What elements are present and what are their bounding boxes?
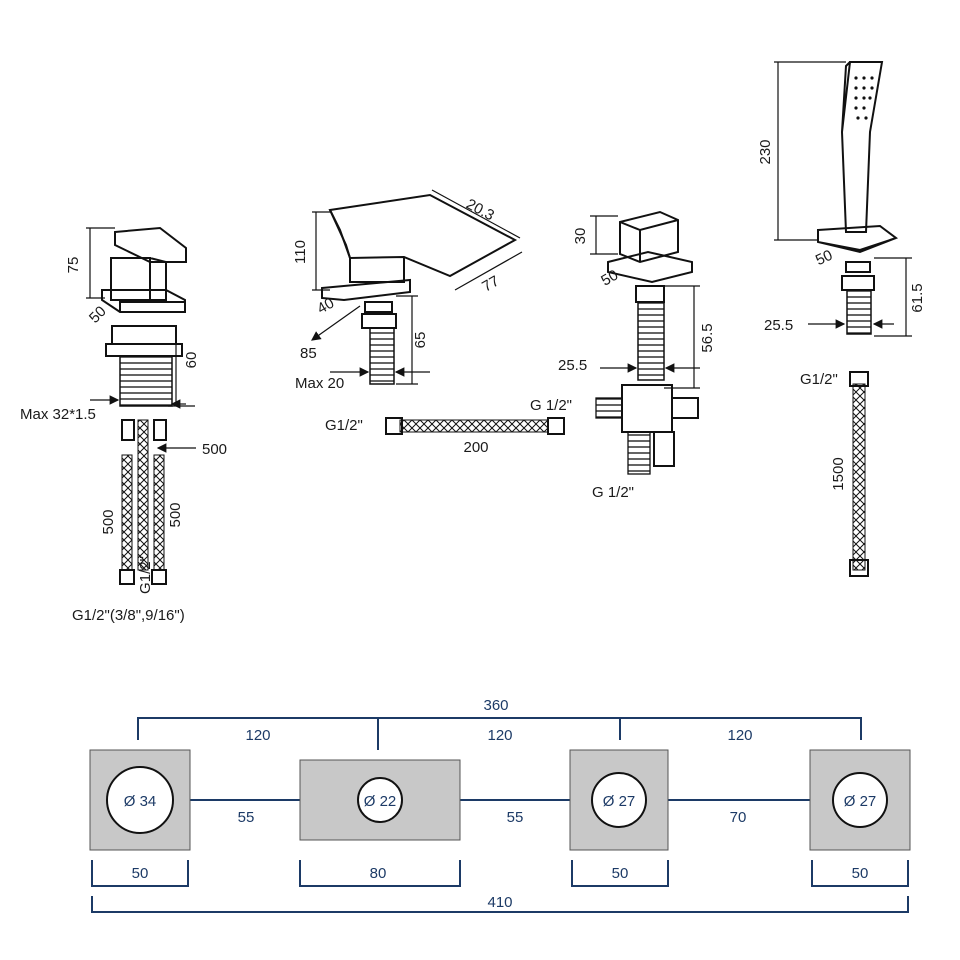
plan-gap-top-3: 120 — [727, 727, 752, 744]
mixer-hose-mid — [137, 419, 149, 571]
mixer-shank — [119, 355, 173, 407]
handshower-hose-thread: G1/2" — [800, 371, 838, 388]
handshower-hose-top — [849, 371, 869, 387]
mixer-handle — [114, 226, 187, 263]
mixer-height-label: 75 — [65, 257, 82, 274]
plan-layout: 360 120 120 120 55 55 70 Ø 34 Ø 22 Ø 27 — [89, 697, 911, 913]
handshower-thread-label: 25.5 — [764, 317, 793, 334]
spout-base-label: 40 — [314, 295, 337, 318]
spout-nut — [361, 301, 397, 329]
plan-plate-2-hole: Ø 22 — [364, 793, 397, 810]
mixer-shank-label: 60 — [183, 352, 200, 369]
mixer-hose-left-len: 500 — [100, 509, 117, 534]
plan-gap-2: 55 — [507, 809, 524, 826]
mixer-connector-1 — [121, 419, 135, 441]
spout-height-label: 110 — [292, 240, 309, 264]
mixer-hose-left — [121, 454, 133, 571]
diverter-inlet-top: G 1/2" — [530, 397, 572, 414]
diverter-bottom-2 — [653, 431, 675, 467]
diverter-height-label: 30 — [572, 228, 589, 245]
mixer-nut — [105, 325, 183, 357]
plan-width-1: 50 — [132, 865, 149, 882]
diverter-shank-label: 56.5 — [699, 323, 716, 352]
handshower-shank — [846, 289, 872, 335]
diverter-body — [621, 384, 673, 433]
diverter-outlet — [671, 397, 699, 419]
mixer-hose-thread: G1/2" — [137, 556, 154, 594]
mixer-hose-right-len: 500 — [167, 502, 184, 527]
mixer-thread-label: Max 32*1.5 — [20, 406, 96, 423]
plan-width-4: 50 — [852, 865, 869, 882]
spout-base — [321, 278, 411, 302]
plan-plate-3: Ø 27 — [569, 749, 669, 851]
handshower-base — [817, 224, 899, 254]
spout-shank-label: 65 — [412, 332, 429, 349]
plan-plate-1: Ø 34 — [89, 749, 191, 851]
spout-column — [349, 257, 405, 283]
diverter-nut — [635, 285, 665, 303]
plan-overall-top: 360 — [483, 697, 508, 714]
plan-top-dimension — [137, 717, 862, 740]
handshower-base-label: 50 — [813, 247, 835, 269]
diverter-base-label: 50 — [598, 267, 621, 290]
handshower-drawing: 230 50 61.5 25.5 G1/2" 1500 — [757, 61, 926, 577]
diverter-shank — [637, 301, 665, 381]
plan-plate-1-hole: Ø 34 — [124, 793, 157, 810]
mixer-hose-right-label: 500 — [202, 441, 227, 458]
mixer-drawing: 75 50 60 Max 32*1.5 500 500 500 G1/2" G1… — [20, 226, 227, 624]
mixer-fittings-label: G1/2"(3/8",9/16") — [72, 607, 185, 624]
diverter-thread-label: 25.5 — [558, 357, 587, 374]
handshower-hose — [852, 383, 866, 571]
plan-plate-3-hole: Ø 27 — [603, 793, 636, 810]
diverter-inlet-bottom: G 1/2" — [592, 484, 634, 501]
diverter-inlet — [595, 397, 623, 419]
handshower-shank-label: 61.5 — [909, 283, 926, 312]
spout-hose-thread: G1/2" — [325, 417, 363, 434]
handshower-height-label: 230 — [757, 139, 774, 164]
handshower-hose-bottom — [849, 559, 869, 577]
plan-plate-4: Ø 27 — [809, 749, 911, 851]
spout-shank — [369, 327, 395, 385]
plan-gap-3: 70 — [730, 809, 747, 826]
spout-length-label: 20.3 — [463, 196, 497, 225]
spout-hose-end-left — [385, 417, 403, 435]
mixer-body — [110, 257, 167, 301]
diverter-base — [607, 250, 693, 284]
plan-width-3: 50 — [612, 865, 629, 882]
plan-plate-4-hole: Ø 27 — [844, 793, 877, 810]
diverter-drawing: 30 50 56.5 25.5 G 1/2" G 1/2" — [530, 210, 716, 501]
mixer-hose-right — [153, 454, 165, 571]
plan-gap-top-2: 120 — [487, 727, 512, 744]
plan-gap-top-1: 120 — [245, 727, 270, 744]
handshower-wand — [840, 61, 884, 233]
spout-max-label: Max 20 — [295, 375, 344, 392]
mixer-base — [101, 289, 186, 313]
plan-bottom-dimension — [91, 896, 909, 913]
mixer-base-label: 50 — [86, 303, 110, 327]
handshower-nozzles — [854, 76, 874, 120]
mixer-fitting-2 — [151, 569, 167, 585]
plan-plate-2: Ø 22 — [299, 759, 461, 841]
diverter-handle — [619, 210, 679, 264]
plan-overall-bottom: 410 — [487, 894, 512, 911]
mixer-connector-2 — [153, 419, 167, 441]
plan-gap-1: 55 — [238, 809, 255, 826]
plan-width-2: 80 — [370, 865, 387, 882]
spout-hose-end-right — [547, 417, 565, 435]
spout-depth-label: 77 — [479, 273, 502, 296]
spout-drawing: 20.3 110 77 40 85 65 Max 20 G1/2" 200 — [292, 189, 565, 456]
handshower-nut — [841, 261, 875, 291]
spout-hose-len: 200 — [463, 439, 488, 456]
spout-hose — [399, 419, 549, 433]
spout-reach-label: 85 — [300, 345, 317, 362]
handshower-hose-len: 1500 — [830, 457, 847, 490]
mixer-fitting-1 — [119, 569, 135, 585]
diverter-bottom-1 — [627, 431, 651, 475]
